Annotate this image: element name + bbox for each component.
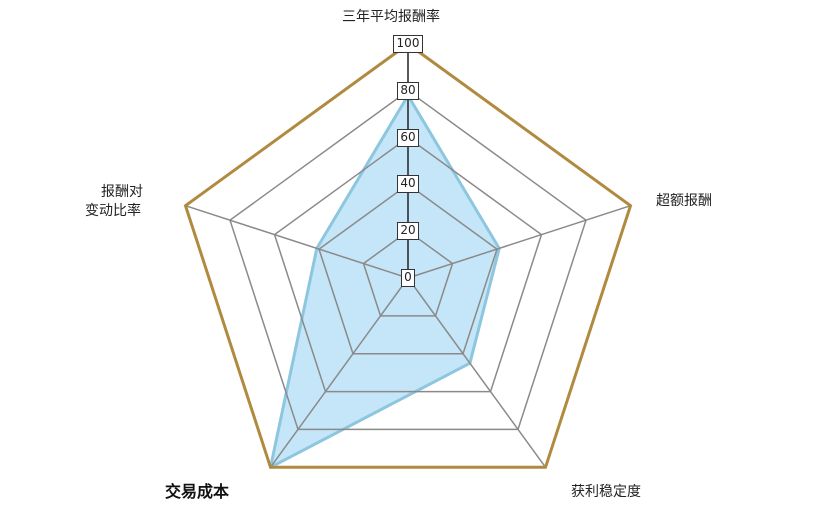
tick-label-80: 80 (397, 81, 419, 100)
tick-label-100: 100 (393, 35, 423, 53)
grid-spoke (407, 204, 631, 279)
series-polygon (269, 94, 501, 469)
tick-label-20: 20 (397, 222, 419, 241)
radar-grid (185, 89, 631, 468)
axis-label-trading-cost: 交易成本 (165, 482, 230, 501)
axis-label-profit-stability: 获利稳定度 (571, 484, 641, 500)
tick-label-60: 60 (397, 128, 419, 147)
grid-ring (273, 136, 543, 393)
grid-ring (362, 230, 454, 317)
axis-label-excess-return: 超额报酬 (656, 193, 712, 209)
data-polygon-layer (269, 94, 501, 469)
grid-ring (318, 183, 498, 355)
grid-ring (229, 89, 587, 431)
grid-spoke (185, 204, 409, 279)
grid-spoke (269, 277, 409, 468)
tick-label-0: 0 (401, 269, 415, 287)
tick-label-40: 40 (397, 175, 419, 194)
axis-label-three-year-return: 三年平均报酬率 (342, 9, 440, 25)
grid-spoke (407, 277, 547, 468)
outer-ring (183, 42, 633, 469)
axis-label-return-volatility-ratio-line1: 报酬对 (101, 184, 143, 200)
axis-label-return-volatility-ratio-line2: 变动比率 (85, 203, 141, 219)
